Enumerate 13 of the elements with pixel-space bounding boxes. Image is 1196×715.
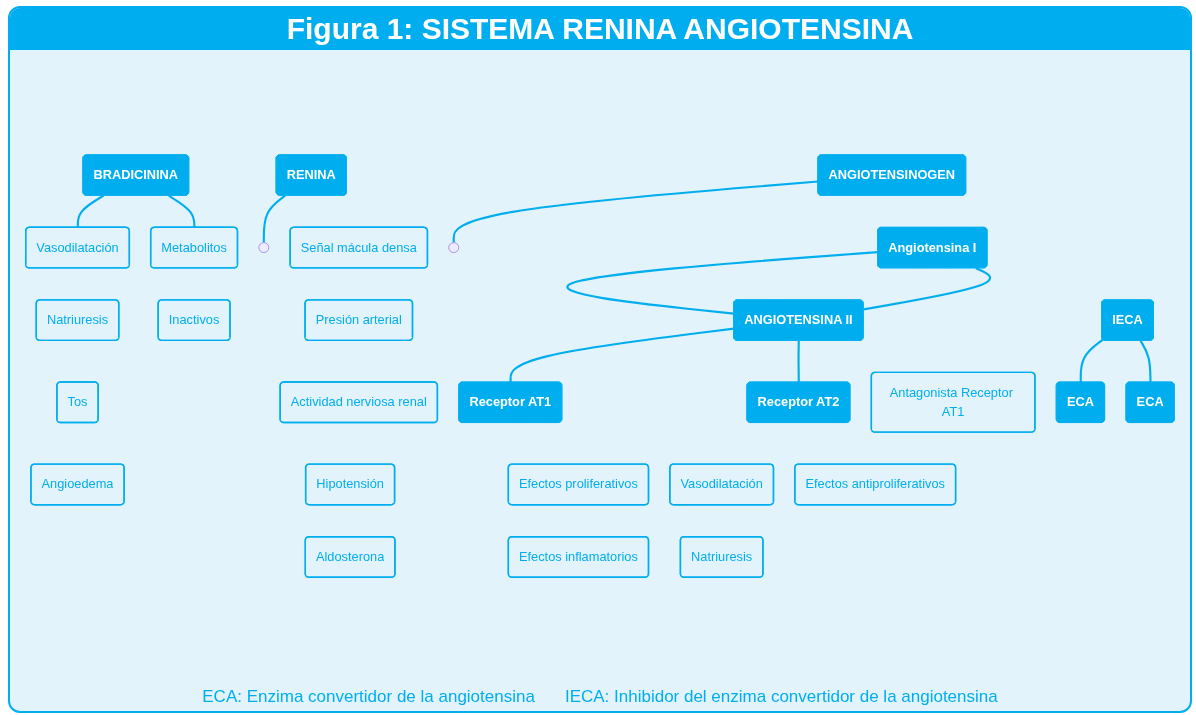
- connector: [1139, 340, 1152, 383]
- connector: [262, 194, 286, 243]
- connector: [1079, 338, 1104, 383]
- connector: [797, 340, 800, 383]
- footnote: ECA: Enzima convertidor de la angiotensina: [202, 687, 535, 707]
- connector: [452, 180, 819, 243]
- footnote: IECA: Inhibidor del enzima convertidor de la angiotensina: [564, 687, 998, 707]
- connector: [168, 194, 196, 228]
- connector: [76, 194, 105, 228]
- connector: [509, 327, 735, 383]
- connector: [863, 267, 991, 311]
- connector: [567, 251, 878, 315]
- title-banner: Figura 1: SISTEMA RENINA ANGIOTENSINA: [10, 8, 1190, 50]
